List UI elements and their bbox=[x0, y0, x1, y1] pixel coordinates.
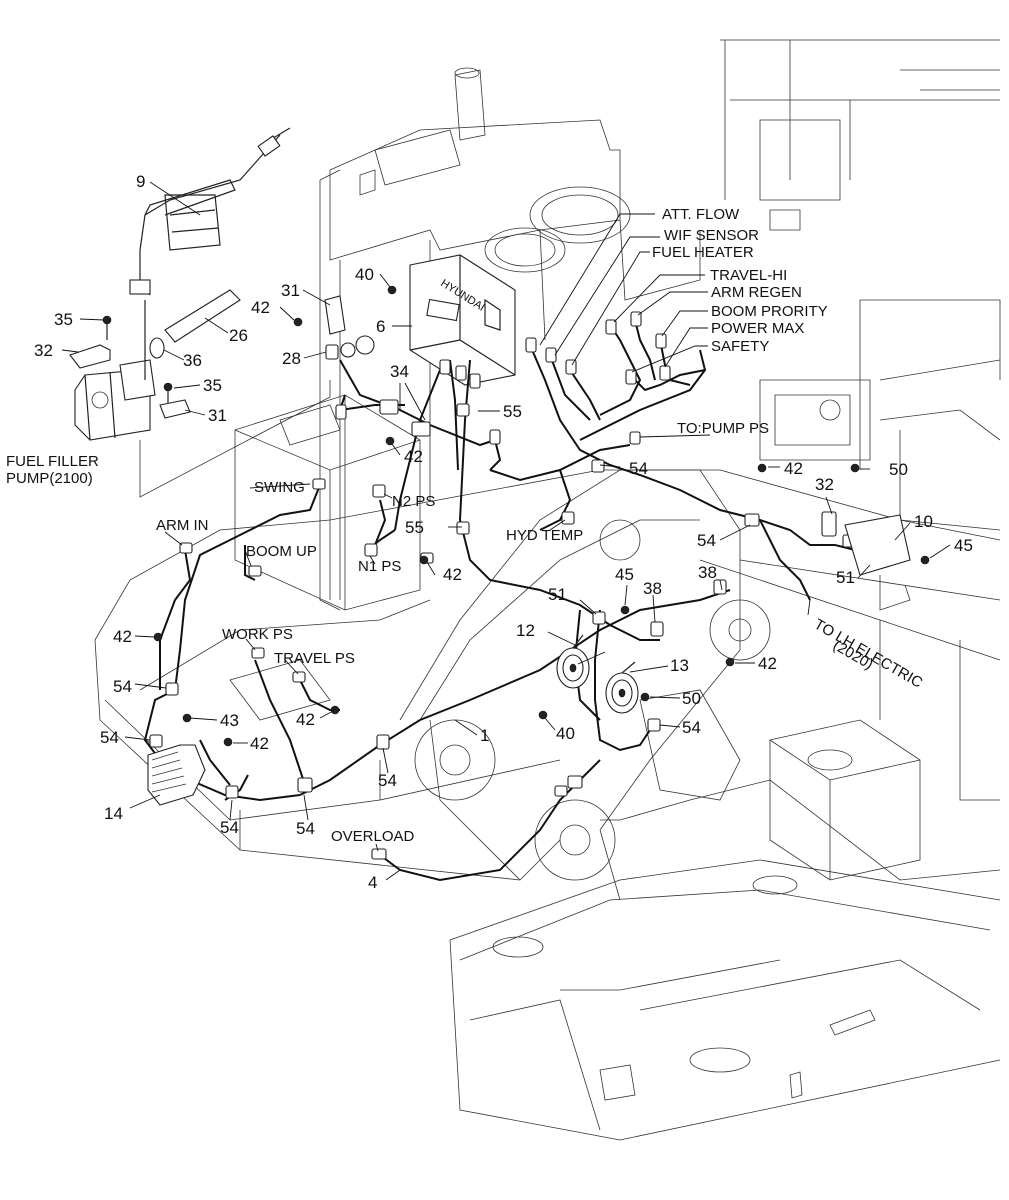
alarm-14 bbox=[147, 744, 206, 806]
callout-45: 45 bbox=[615, 565, 634, 584]
callout-42: 42 bbox=[758, 654, 777, 673]
callout-54: 54 bbox=[629, 459, 648, 478]
label-hyd-temp: HYD TEMP bbox=[506, 527, 583, 544]
label-fuel-filler-pump-line1: FUEL FILLER bbox=[6, 453, 99, 470]
callout-51: 51 bbox=[836, 568, 855, 587]
callout-55: 55 bbox=[503, 402, 522, 421]
callout-42: 42 bbox=[404, 447, 423, 466]
label-arm-regen: ARM REGEN bbox=[711, 284, 802, 301]
callout-4: 4 bbox=[368, 873, 377, 892]
callout-32: 32 bbox=[815, 475, 834, 494]
callout-51: 51 bbox=[548, 585, 567, 604]
callout-40: 40 bbox=[355, 265, 374, 284]
label-att-flow: ATT. FLOW bbox=[662, 206, 740, 223]
horn-13 bbox=[605, 661, 639, 714]
label-wif-sensor: WIF SENSOR bbox=[664, 227, 759, 244]
callout-9: 9 bbox=[136, 172, 145, 191]
label-travel-ps: TRAVEL PS bbox=[274, 650, 355, 667]
callout-54: 54 bbox=[100, 728, 119, 747]
label-boom-up: BOOM UP bbox=[246, 543, 317, 560]
machine-structure bbox=[94, 39, 1001, 1141]
callout-45: 45 bbox=[954, 536, 973, 555]
fuel-filler-pump-assembly bbox=[69, 127, 331, 498]
callout-54: 54 bbox=[682, 718, 701, 737]
callout-38: 38 bbox=[643, 579, 662, 598]
callout-54: 54 bbox=[378, 771, 397, 790]
leader-lines bbox=[61, 181, 951, 881]
callout-42: 42 bbox=[250, 734, 269, 753]
callout-28: 28 bbox=[282, 349, 301, 368]
callout-12: 12 bbox=[516, 621, 535, 640]
horn-12 bbox=[556, 634, 590, 689]
callout-35: 35 bbox=[203, 376, 222, 395]
label-arm-in: ARM IN bbox=[156, 517, 209, 534]
label-fuel-heater: FUEL HEATER bbox=[652, 244, 754, 261]
callout-numbers: 9 35 32 26 36 35 31 31 42 28 40 6 34 55 … bbox=[34, 172, 973, 892]
label-swing: SWING bbox=[254, 479, 305, 496]
callout-54: 54 bbox=[220, 818, 239, 837]
label-travel-hi: TRAVEL-HI bbox=[710, 267, 787, 284]
callout-32: 32 bbox=[34, 341, 53, 360]
callout-31: 31 bbox=[281, 281, 300, 300]
label-n2-ps: N2 PS bbox=[392, 493, 435, 510]
callout-10: 10 bbox=[914, 512, 933, 531]
bracket-right bbox=[844, 514, 911, 611]
callout-38: 38 bbox=[698, 563, 717, 582]
callout-36: 36 bbox=[183, 351, 202, 370]
label-fuel-filler-pump-line2: PUMP(2100) bbox=[6, 470, 93, 487]
callout-43: 43 bbox=[220, 711, 239, 730]
connectors bbox=[149, 285, 930, 860]
callout-55: 55 bbox=[405, 518, 424, 537]
label-safety: SAFETY bbox=[711, 338, 769, 355]
callout-42: 42 bbox=[784, 459, 803, 478]
callout-13: 13 bbox=[670, 656, 689, 675]
callout-54: 54 bbox=[697, 531, 716, 550]
callout-40: 40 bbox=[556, 724, 575, 743]
hyundai-controller: HYUNDAI bbox=[409, 254, 516, 386]
callout-34: 34 bbox=[390, 362, 409, 381]
callout-26: 26 bbox=[229, 326, 248, 345]
callout-42: 42 bbox=[113, 627, 132, 646]
callout-42: 42 bbox=[251, 298, 270, 317]
callout-31: 31 bbox=[208, 406, 227, 425]
callout-50: 50 bbox=[889, 460, 908, 479]
callout-1: 1 bbox=[480, 726, 489, 745]
label-overload: OVERLOAD bbox=[331, 828, 415, 845]
callout-42: 42 bbox=[296, 710, 315, 729]
label-power-max: POWER MAX bbox=[711, 320, 804, 337]
callout-6: 6 bbox=[376, 317, 385, 336]
callout-50: 50 bbox=[682, 689, 701, 708]
callout-54: 54 bbox=[113, 677, 132, 696]
label-to-pump-ps: TO:PUMP PS bbox=[677, 420, 769, 437]
label-boom-prority: BOOM PRORITY bbox=[711, 303, 828, 320]
wiring-harness bbox=[143, 319, 871, 882]
callout-42: 42 bbox=[443, 565, 462, 584]
callout-14: 14 bbox=[104, 804, 123, 823]
callout-35: 35 bbox=[54, 310, 73, 329]
label-work-ps: WORK PS bbox=[222, 626, 293, 643]
label-n1-ps: N1 PS bbox=[358, 558, 401, 575]
callout-54: 54 bbox=[296, 819, 315, 838]
